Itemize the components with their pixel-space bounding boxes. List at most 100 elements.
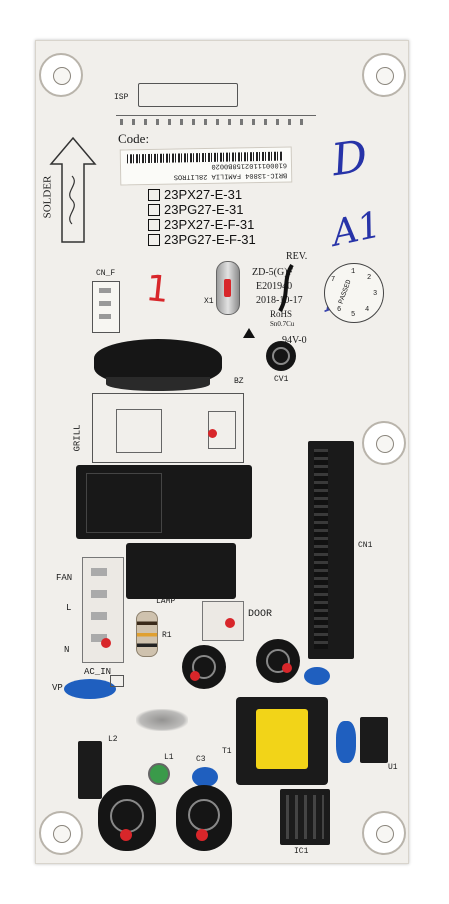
fan-n-label: N: [64, 645, 70, 655]
red-marker-dot: [224, 279, 231, 297]
rohs-sub-label: Sn0.7Cu: [270, 320, 295, 328]
pin-header-outline: [116, 115, 316, 126]
pcb-board: ISP Code: 6100011102158B0020 BRIC-13804 …: [35, 40, 409, 864]
v0-label: 94V-0: [282, 335, 307, 346]
model-number: 23PX27-E-F-31: [164, 217, 255, 232]
red-marker-dot: [208, 429, 217, 438]
lamp-relay: [126, 543, 236, 599]
c3-capacitor: [192, 767, 218, 787]
door-connector: [202, 601, 244, 641]
connector-pins: [99, 288, 111, 326]
cn1-connector: [308, 441, 354, 659]
lamp-label: LAMP: [156, 597, 176, 606]
transformer-core: [256, 709, 308, 769]
fan-label: FAN: [56, 573, 73, 583]
main-relay: [76, 465, 252, 539]
model-number: 23PG27-E-F-31: [164, 232, 256, 247]
u1-regulator: [360, 717, 388, 763]
mounting-hole-top-right: [362, 53, 406, 97]
dial-number: 7: [331, 276, 336, 284]
checkbox-outline: [148, 219, 160, 231]
rohs-label: RoHS: [270, 309, 293, 319]
ic1-chip: [280, 789, 330, 845]
e-number-label: E201940: [256, 281, 293, 292]
r1-label: R1: [162, 631, 172, 640]
buzzer-base: [106, 377, 210, 391]
relay-coil-outline: [116, 409, 162, 453]
connector-pins: [314, 449, 328, 649]
model-row: 23PG27-E-31: [148, 203, 256, 217]
l1-inductor: [148, 763, 170, 785]
barcode-text-line1: BRIC-13804 FAMILIA 28LITROS: [173, 170, 288, 181]
ac-in-terminal: [110, 675, 124, 687]
model-row: 23PX27-E-F-31: [148, 218, 256, 232]
ic1-label: IC1: [294, 847, 309, 856]
mounting-hole-bottom-right: [362, 811, 406, 855]
fan-connector: [82, 557, 124, 663]
capacitor-top: [188, 799, 220, 831]
dial-number: 6: [337, 306, 342, 314]
code-label: Code:: [118, 131, 150, 146]
isp-connector: [138, 83, 238, 107]
burn-mark: [136, 709, 188, 731]
red-marker-dot: [101, 638, 111, 648]
red-handwritten-mark: 1: [143, 267, 171, 312]
electrolytic-capacitor: [256, 639, 300, 683]
checkbox-outline: [148, 204, 160, 216]
red-marker-dot: [120, 829, 132, 841]
date-label: 2018-10-17: [256, 295, 303, 306]
vp-varistor: [64, 679, 116, 699]
relay-cover-detail: [86, 473, 162, 533]
model-number: 23PX27-E-31: [164, 187, 243, 202]
red-marker-dot: [282, 663, 292, 673]
electrolytic-capacitor: [176, 785, 232, 851]
dial-number: 5: [351, 311, 356, 319]
passed-label: PASSED: [337, 278, 354, 306]
model-row: 23PX27-E-31: [148, 188, 256, 202]
ic1-pins: [286, 795, 324, 839]
red-marker-dot: [190, 671, 200, 681]
warning-triangle-icon: [243, 328, 255, 338]
dial-number: 4: [365, 306, 370, 314]
dial-number: 1: [351, 268, 356, 276]
capacitor-top: [192, 655, 216, 679]
rev-label: REV.: [286, 251, 308, 262]
electrolytic-capacitor: [182, 645, 226, 689]
blue-film-capacitor: [336, 721, 356, 763]
model-number: 23PG27-E-31: [164, 202, 244, 217]
zd-label: ZD-5(G)F: [252, 267, 294, 278]
grill-relay-outline: [92, 393, 244, 463]
barcode-text-line2: 6100011102158B0020: [211, 160, 288, 170]
capacitor-top: [266, 649, 290, 673]
dial-number: 2: [367, 274, 372, 282]
black-wire-icon: [278, 263, 294, 312]
checkbox-outline: [148, 234, 160, 246]
r1-resistor: [136, 611, 158, 657]
red-marker-dot: [225, 618, 235, 628]
l2-inductor: [78, 741, 102, 799]
mounting-hole-mid-right: [362, 421, 406, 465]
cv1-capacitor: [266, 341, 296, 371]
u1-label: U1: [388, 763, 398, 772]
t1-transformer: [236, 697, 328, 785]
mounting-hole-bottom-left: [39, 811, 83, 855]
pin-header-pins: [120, 119, 310, 125]
cv1-label: CV1: [274, 375, 289, 384]
door-label: DOOR: [248, 609, 273, 620]
vp-label: VP: [52, 683, 63, 693]
mounting-hole-top-left: [39, 53, 83, 97]
isp-label: ISP: [114, 93, 129, 102]
grill-label: GRILL: [72, 424, 83, 452]
cn1-label: CN1: [358, 541, 373, 550]
barcode-sticker: 6100011102158B0020 BRIC-13804 FAMILIA 28…: [119, 146, 293, 186]
l2-label: L2: [108, 735, 118, 744]
cn-f-connector: [92, 281, 120, 333]
blue-ceramic-capacitor: [304, 667, 330, 685]
c3-label: C3: [196, 755, 206, 764]
capacitor-top: [272, 347, 290, 365]
handwritten-mark-a1: A1: [328, 204, 385, 255]
fan-l-label: L: [66, 603, 72, 613]
connector-pins: [91, 568, 107, 652]
electrolytic-capacitor: [98, 785, 156, 851]
handwritten-mark-d: D: [328, 130, 371, 187]
